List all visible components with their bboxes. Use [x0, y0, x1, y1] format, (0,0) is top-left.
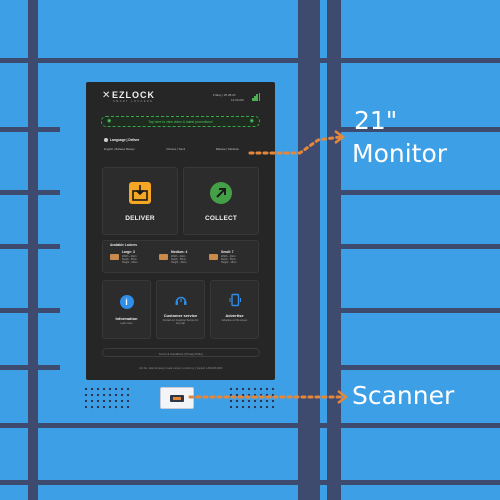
monitor-size-callout: 21": [354, 106, 398, 135]
language-option[interactable]: Chinese | Tamil: [166, 147, 186, 151]
scanner-led: [173, 397, 181, 400]
parcel-box-icon: [110, 254, 119, 260]
collect-button[interactable]: COLLECT: [183, 167, 259, 235]
monitor-callout: Monitor: [352, 139, 448, 168]
locker-rail: [0, 480, 500, 485]
size-dim: Height - 60cm: [122, 261, 138, 264]
size-dim: Depth - 55cm: [171, 258, 187, 261]
eye-icon: ◉: [249, 118, 254, 124]
language-option[interactable]: Bahasa | Sabahan: [216, 147, 239, 151]
footer-address: Unit No. Jalan Ampang, Kuala Lumpur | ez…: [138, 367, 223, 370]
right-speaker-grille: [228, 386, 276, 412]
information-label: Information: [115, 316, 138, 321]
inbox-tray-icon: [129, 182, 151, 204]
language-option[interactable]: English | Bahasa Melayu: [104, 147, 135, 151]
promo-text: Tap here to view video & latest promotio…: [148, 120, 213, 124]
locker-rail: [341, 308, 500, 313]
size-dim: Width - 40cm: [221, 255, 236, 258]
information-tile[interactable]: i Information Learn more: [102, 280, 151, 339]
size-dim: Depth - 55cm: [221, 258, 237, 261]
locker-post: [28, 0, 38, 500]
language-label: Language | Deliver: [110, 138, 140, 142]
locker-rail: [341, 190, 500, 195]
eye-icon: ◉: [107, 118, 112, 124]
signal-bars-icon: [252, 93, 261, 101]
locker-rail: [341, 244, 500, 249]
parcel-box-icon: [209, 254, 218, 260]
headset-icon: [174, 293, 188, 307]
size-dim: Depth - 55cm: [122, 258, 138, 261]
advertise-label: Advertise: [225, 313, 244, 318]
arrow-up-right-icon: [210, 182, 232, 204]
cross-mark-icon: ✕: [102, 90, 111, 101]
kiosk-monitor: ✕ EZLOCK SMART LOCKERS Friday | 25.08.23…: [86, 82, 275, 380]
screen-header: ✕ EZLOCK SMART LOCKERS Friday | 25.08.23…: [86, 82, 275, 112]
size-large: Large: 3: [122, 250, 135, 254]
mobile-phone-icon: [228, 293, 242, 307]
locker-post: [298, 0, 320, 500]
parcel-box-icon: [159, 254, 168, 260]
brand-tagline: SMART LOCKERS: [113, 100, 154, 103]
size-medium: Medium: 4: [171, 250, 188, 254]
size-dim: Height - 30cm: [171, 261, 187, 264]
left-speaker-grille: [83, 386, 131, 412]
language-heading: Language | Deliver: [104, 138, 140, 143]
locker-rail: [0, 58, 500, 63]
globe-icon: [104, 138, 108, 143]
size-dim: Height - 15cm: [221, 261, 237, 264]
locker-post: [327, 0, 341, 500]
brand-logo: EZLOCK: [112, 90, 155, 100]
available-lockers-panel: [102, 240, 259, 273]
footer-links: Terms & Conditions | Privacy Policy: [159, 351, 203, 356]
size-dim: Width - 40cm: [171, 255, 186, 258]
locker-rail: [0, 423, 500, 428]
deliver-label: DELIVER: [125, 215, 155, 222]
available-lockers-title: Available Lockers: [110, 243, 137, 247]
header-time: 12:30 AM: [231, 98, 244, 102]
advertise-desc: Advertise on this screen: [221, 319, 248, 322]
locker-rail: [341, 127, 500, 132]
barcode-scanner: [160, 387, 194, 409]
collect-label: COLLECT: [204, 215, 238, 222]
size-dim: Width - 40cm: [122, 255, 137, 258]
customer-service-label: Customer service: [163, 313, 198, 318]
footer-links-bar[interactable]: Terms & Conditions | Privacy Policy: [102, 348, 260, 357]
information-desc: Learn more: [120, 322, 133, 325]
locker-rail: [341, 365, 500, 370]
customer-service-tile[interactable]: Customer service Contact our Customer Se…: [156, 280, 205, 339]
advertise-tile[interactable]: Advertise Advertise on this screen: [210, 280, 259, 339]
deliver-button[interactable]: DELIVER: [102, 167, 178, 235]
promo-banner[interactable]: ◉ Tap here to view video & latest promot…: [101, 116, 260, 127]
customer-service-desc: Contact our Customer Service for any hel…: [162, 319, 199, 325]
info-icon: i: [119, 295, 134, 309]
scanner-callout: Scanner: [352, 381, 455, 410]
header-date: Friday | 25.08.23: [213, 93, 236, 97]
size-small: Small: 7: [221, 250, 234, 254]
